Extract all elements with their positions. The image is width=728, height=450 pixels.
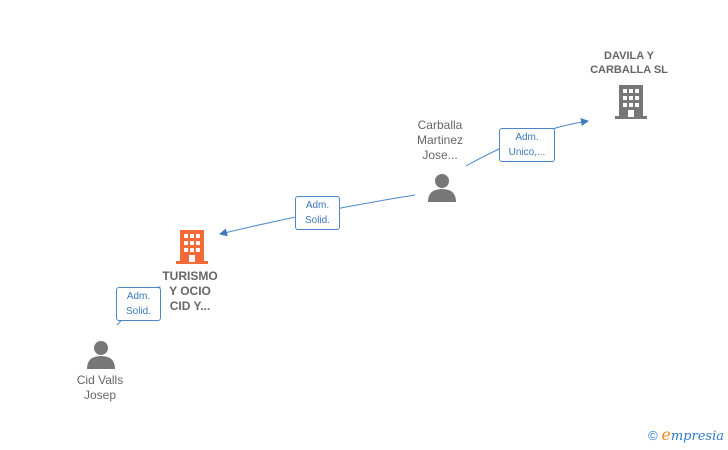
person-icon <box>87 341 115 369</box>
edge-label-carballa-turismo[interactable]: Adm. Solid. <box>295 196 340 230</box>
brand-initial: e <box>661 425 671 444</box>
node-label-cid[interactable]: Cid Valls Josep <box>76 373 124 402</box>
edge-label-cid-turismo[interactable]: Adm. Solid. <box>116 287 161 321</box>
edge-label-carballa-davila[interactable]: Adm. Unico,... <box>499 128 555 162</box>
building-icon-focus <box>176 230 208 264</box>
person-icon <box>428 174 456 202</box>
node-label-davila[interactable]: DAVILA Y CARBALLA SL <box>590 50 668 76</box>
building-icon <box>615 85 647 119</box>
node-label-carballa[interactable]: Carballa Martinez Jose... <box>416 118 463 162</box>
brand-rest: mpresia <box>670 429 724 444</box>
copyright-symbol: © <box>648 428 658 443</box>
node-label-turismo[interactable]: TURISMO Y OCIO CID Y... <box>162 269 218 313</box>
empresia-logo: © empresia <box>648 425 724 444</box>
